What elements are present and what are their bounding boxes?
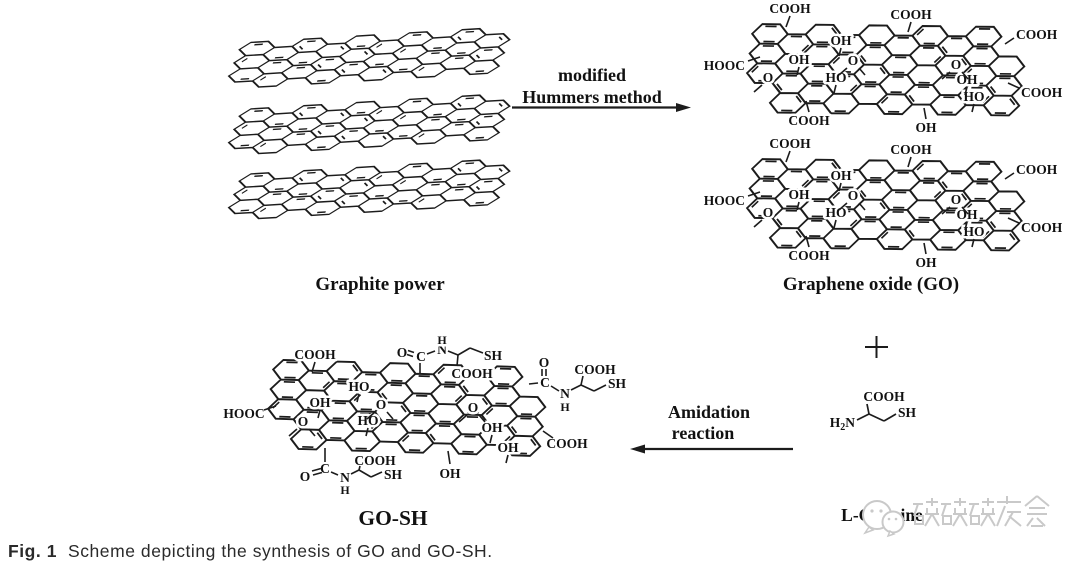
svg-text:O: O bbox=[468, 400, 479, 415]
svg-text:H: H bbox=[560, 400, 570, 414]
svg-text:C: C bbox=[416, 349, 426, 364]
svg-text:C: C bbox=[540, 375, 550, 390]
svg-text:OH: OH bbox=[830, 168, 852, 183]
svg-text:HOOC: HOOC bbox=[704, 58, 745, 73]
svg-text:OH: OH bbox=[788, 52, 810, 67]
svg-text:OH: OH bbox=[915, 120, 937, 135]
svg-text:N: N bbox=[560, 386, 570, 401]
svg-text:O: O bbox=[951, 57, 962, 72]
svg-text:COOH: COOH bbox=[890, 142, 932, 157]
svg-text:H: H bbox=[437, 333, 447, 347]
svg-text:reaction: reaction bbox=[672, 423, 735, 443]
svg-text:HO: HO bbox=[963, 224, 984, 239]
svg-text:OH: OH bbox=[915, 255, 937, 270]
svg-text:Graphite power: Graphite power bbox=[315, 274, 445, 295]
svg-text:N: N bbox=[340, 470, 350, 485]
svg-text:H: H bbox=[340, 483, 350, 497]
svg-text:COOH: COOH bbox=[546, 436, 588, 451]
svg-text:O: O bbox=[376, 397, 387, 412]
svg-text:HOOC: HOOC bbox=[704, 193, 745, 208]
svg-text:HO: HO bbox=[963, 89, 984, 104]
svg-text:OH: OH bbox=[497, 440, 519, 455]
svg-text:O: O bbox=[763, 205, 774, 220]
svg-text:OH: OH bbox=[481, 420, 503, 435]
svg-text:COOH: COOH bbox=[769, 136, 811, 151]
svg-text:COOH: COOH bbox=[294, 347, 336, 362]
svg-text:COOH: COOH bbox=[574, 362, 616, 377]
svg-text:COOH: COOH bbox=[451, 366, 493, 381]
svg-text:SH: SH bbox=[608, 376, 627, 391]
svg-text:N: N bbox=[437, 342, 447, 357]
svg-text:Graphene oxide (GO): Graphene oxide (GO) bbox=[783, 274, 959, 295]
svg-text:O: O bbox=[848, 188, 859, 203]
svg-text:OH: OH bbox=[309, 395, 331, 410]
svg-text:Amidation: Amidation bbox=[668, 402, 750, 422]
svg-text:O: O bbox=[298, 414, 309, 429]
svg-text:COOH: COOH bbox=[788, 113, 830, 128]
svg-text:O: O bbox=[300, 469, 311, 484]
svg-text:O: O bbox=[951, 192, 962, 207]
svg-text:C: C bbox=[320, 461, 330, 476]
svg-text:COOH: COOH bbox=[788, 248, 830, 263]
svg-text:OH: OH bbox=[788, 187, 810, 202]
svg-text:OH: OH bbox=[439, 466, 461, 481]
svg-text:HOOC: HOOC bbox=[223, 406, 264, 421]
svg-text:GO-SH: GO-SH bbox=[358, 506, 428, 530]
svg-text:OH: OH bbox=[956, 72, 978, 87]
svg-text:COOH: COOH bbox=[890, 7, 932, 22]
svg-text:COOH: COOH bbox=[1016, 162, 1058, 177]
svg-text:SH: SH bbox=[384, 467, 403, 482]
svg-text:COOH: COOH bbox=[769, 1, 811, 16]
svg-text:OH: OH bbox=[830, 33, 852, 48]
svg-text:COOH: COOH bbox=[863, 389, 905, 404]
svg-text:COOH: COOH bbox=[1021, 220, 1063, 235]
svg-text:Hummers method: Hummers method bbox=[522, 87, 661, 107]
svg-text:COOH: COOH bbox=[1021, 85, 1063, 100]
svg-text:SH: SH bbox=[898, 405, 917, 420]
svg-text:COOH: COOH bbox=[354, 453, 396, 468]
svg-text:O: O bbox=[397, 345, 408, 360]
svg-text:O: O bbox=[848, 53, 859, 68]
svg-text:O: O bbox=[539, 355, 550, 370]
svg-text:COOH: COOH bbox=[1016, 27, 1058, 42]
svg-text:SH: SH bbox=[484, 348, 503, 363]
svg-text:HO: HO bbox=[348, 379, 369, 394]
svg-text:HO: HO bbox=[357, 413, 378, 428]
svg-text:modified: modified bbox=[558, 65, 626, 85]
svg-text:O: O bbox=[763, 70, 774, 85]
svg-text:OH: OH bbox=[956, 207, 978, 222]
svg-text:H2N: H2N bbox=[830, 415, 856, 433]
